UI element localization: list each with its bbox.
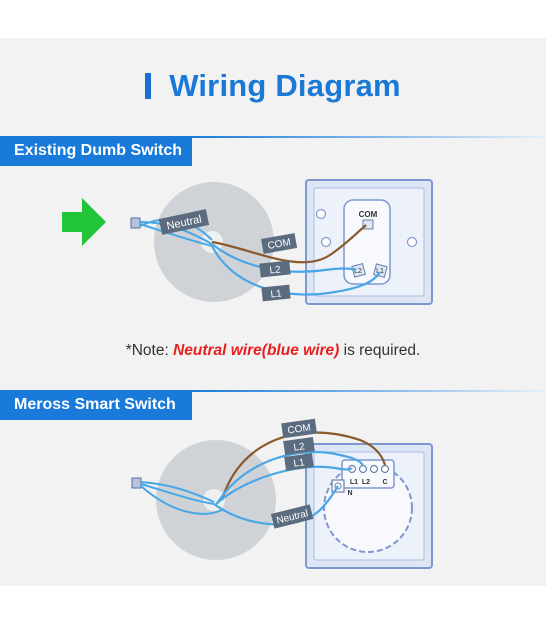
l2-wire xyxy=(217,450,365,503)
arrow-right-icon xyxy=(62,198,106,246)
terminal-l1-label: L1 xyxy=(376,268,384,275)
l1-tag-label: L1 xyxy=(270,288,283,300)
com-tag xyxy=(261,233,298,254)
com-tag-label: COM xyxy=(267,237,292,252)
screw-hole xyxy=(406,236,418,248)
existing-switch-diagram: COM L2 L1 Neutral COM L2 L1 xyxy=(62,179,433,305)
terminal-l2 xyxy=(351,263,366,278)
neutral-wire xyxy=(140,481,215,503)
neutral-wire xyxy=(140,485,223,515)
com-wire xyxy=(220,431,387,501)
terminal-screw xyxy=(369,464,379,474)
terminal-screw xyxy=(380,464,390,474)
note-suffix: is required. xyxy=(339,342,421,359)
section-label-existing: Existing Dumb Switch xyxy=(0,136,192,166)
com-tag-label: COM xyxy=(287,422,312,436)
note-highlight: Neutral wire(blue wire) xyxy=(173,342,340,359)
wall-box-hole xyxy=(203,489,225,511)
neutral-tag xyxy=(270,504,314,529)
note-prefix: *Note: xyxy=(125,342,174,359)
smart-l2-label: L2 xyxy=(362,479,370,486)
l1-tag-label: L1 xyxy=(293,457,306,470)
com-tag xyxy=(281,418,317,439)
neutral-tag xyxy=(158,209,210,235)
terminal-l2-label: L2 xyxy=(354,268,362,275)
neutral-wire xyxy=(140,483,215,505)
screw-hole xyxy=(315,208,327,220)
l2-wire xyxy=(211,243,357,273)
l1-tag xyxy=(284,453,314,471)
section-label-meross: Meross Smart Switch xyxy=(0,390,192,420)
screw-hole xyxy=(320,236,332,248)
terminal-com-label: COM xyxy=(359,210,378,219)
l1-tag xyxy=(261,284,291,302)
page-title: Wiring Diagram xyxy=(169,68,401,103)
l1-wire xyxy=(211,245,381,296)
terminal-com xyxy=(362,219,374,230)
wire-connector xyxy=(130,217,141,229)
l2-tag xyxy=(259,260,291,278)
smart-switch-diagram: L1 L2 C N COM L2 L1 Neutral xyxy=(131,418,433,569)
l1-wire xyxy=(215,465,353,505)
terminal-screw xyxy=(358,464,368,474)
l2-tag xyxy=(283,436,315,456)
note-text: *Note: Neutral wire(blue wire) is requir… xyxy=(0,342,546,360)
smart-n-label: N xyxy=(347,490,352,497)
header: Wiring Diagram xyxy=(0,64,546,108)
section-rule-existing xyxy=(192,136,546,138)
neutral-to-switch-wire xyxy=(213,485,339,526)
com-wire xyxy=(211,224,367,264)
section-rule-meross xyxy=(192,390,546,392)
wire-connector xyxy=(131,477,142,489)
title-accent-bar xyxy=(145,73,152,99)
l2-tag-label: L2 xyxy=(269,264,282,276)
smart-c-label: C xyxy=(382,479,387,486)
smart-l1-label: L1 xyxy=(350,479,358,486)
terminal-l1 xyxy=(373,263,388,278)
l2-tag-label: L2 xyxy=(293,441,306,454)
neutral-wire xyxy=(139,223,213,247)
